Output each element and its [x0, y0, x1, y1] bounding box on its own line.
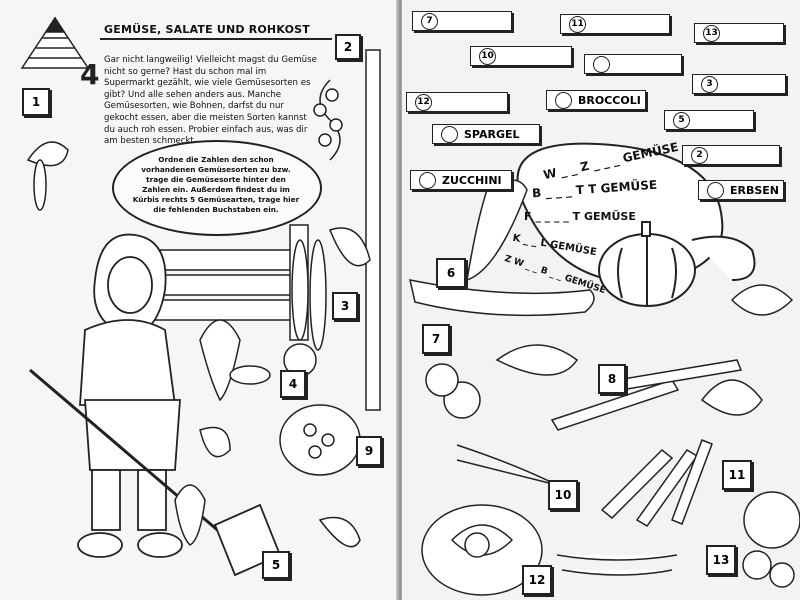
number-circle: 13 — [703, 24, 720, 42]
page-title: GEMÜSE, SALATE UND ROHKOST — [104, 23, 310, 36]
answer-box-zucchini[interactable]: ZUCCHINI — [410, 170, 512, 190]
marker-box-5: 5 — [262, 551, 290, 579]
answer-box-erbsen[interactable]: ERBSEN — [698, 180, 784, 200]
answer-box-broccoli[interactable]: BROCCOLI — [546, 90, 646, 110]
number-circle: 11 — [569, 15, 586, 33]
number-circle: 5 — [673, 111, 690, 129]
left-page: GEMÜSE, SALATE UND ROHKOST 4 Gar nicht l… — [0, 0, 398, 600]
answer-box-12[interactable]: 12 — [406, 92, 508, 112]
answer-box-2[interactable]: 2 — [682, 145, 780, 165]
number-circle: 3 — [701, 75, 718, 93]
marker-box-9: 9 — [356, 436, 382, 466]
number-circle: 2 — [691, 146, 708, 164]
book-gutter — [396, 0, 404, 600]
answer-box-spargel[interactable]: SPARGEL — [432, 124, 540, 144]
climbing-pole — [313, 49, 381, 411]
pumpkin-word-3[interactable]: F _ _ _ _ T GEMÜSE — [524, 210, 636, 223]
vegetable-drawings-right — [409, 179, 800, 596]
right-page-drawing — [409, 142, 800, 596]
title-underline — [100, 38, 332, 40]
garden-fence — [149, 224, 309, 341]
number-circle: 7 — [421, 12, 438, 30]
marker-box-4: 4 — [280, 370, 306, 398]
left-page-drawing — [20, 16, 381, 577]
marker-box-13: 13 — [706, 545, 736, 575]
marker-box-6: 6 — [436, 258, 466, 288]
pumpkin-drawing — [516, 142, 756, 307]
number-circle: 12 — [415, 93, 432, 111]
marker-box-3: 3 — [332, 292, 358, 320]
right-page: 7 11 13 10 3 12 BROCCOLI 5 SPARGEL 2 ZUC… — [402, 0, 800, 600]
vegetable-drawings-left — [26, 141, 371, 548]
answer-box-5[interactable]: 5 — [664, 110, 754, 130]
section-number: 4 — [80, 58, 100, 91]
marker-box-11: 11 — [722, 460, 752, 490]
intro-text: Gar nicht langweilig! Vielleicht magst d… — [104, 55, 317, 147]
answer-box-7[interactable]: 7 — [412, 11, 512, 31]
number-circle — [593, 55, 610, 73]
marker-box-8: 8 — [598, 364, 626, 394]
marker-box-1: 1 — [22, 88, 50, 116]
answer-box-13[interactable]: 13 — [694, 23, 784, 43]
marker-box-7: 7 — [422, 324, 450, 354]
speech-bubble — [112, 140, 322, 236]
number-circle — [441, 125, 458, 143]
marker-box-12: 12 — [522, 565, 552, 595]
answer-box-10[interactable]: 10 — [470, 46, 572, 66]
number-circle — [419, 171, 436, 189]
marker-box-10: 10 — [548, 480, 578, 510]
number-circle — [707, 181, 724, 199]
gardener-girl — [29, 233, 282, 577]
speech-bubble-text: Ordne die Zahlen den schon vorhandenen G… — [132, 155, 300, 214]
answer-box-blank[interactable] — [584, 54, 682, 74]
food-pyramid-icon — [20, 16, 90, 69]
answer-box-3[interactable]: 3 — [692, 74, 786, 94]
answer-box-11[interactable]: 11 — [560, 14, 670, 34]
number-circle — [555, 91, 572, 109]
marker-box-2: 2 — [335, 34, 361, 60]
number-circle: 10 — [479, 47, 496, 65]
